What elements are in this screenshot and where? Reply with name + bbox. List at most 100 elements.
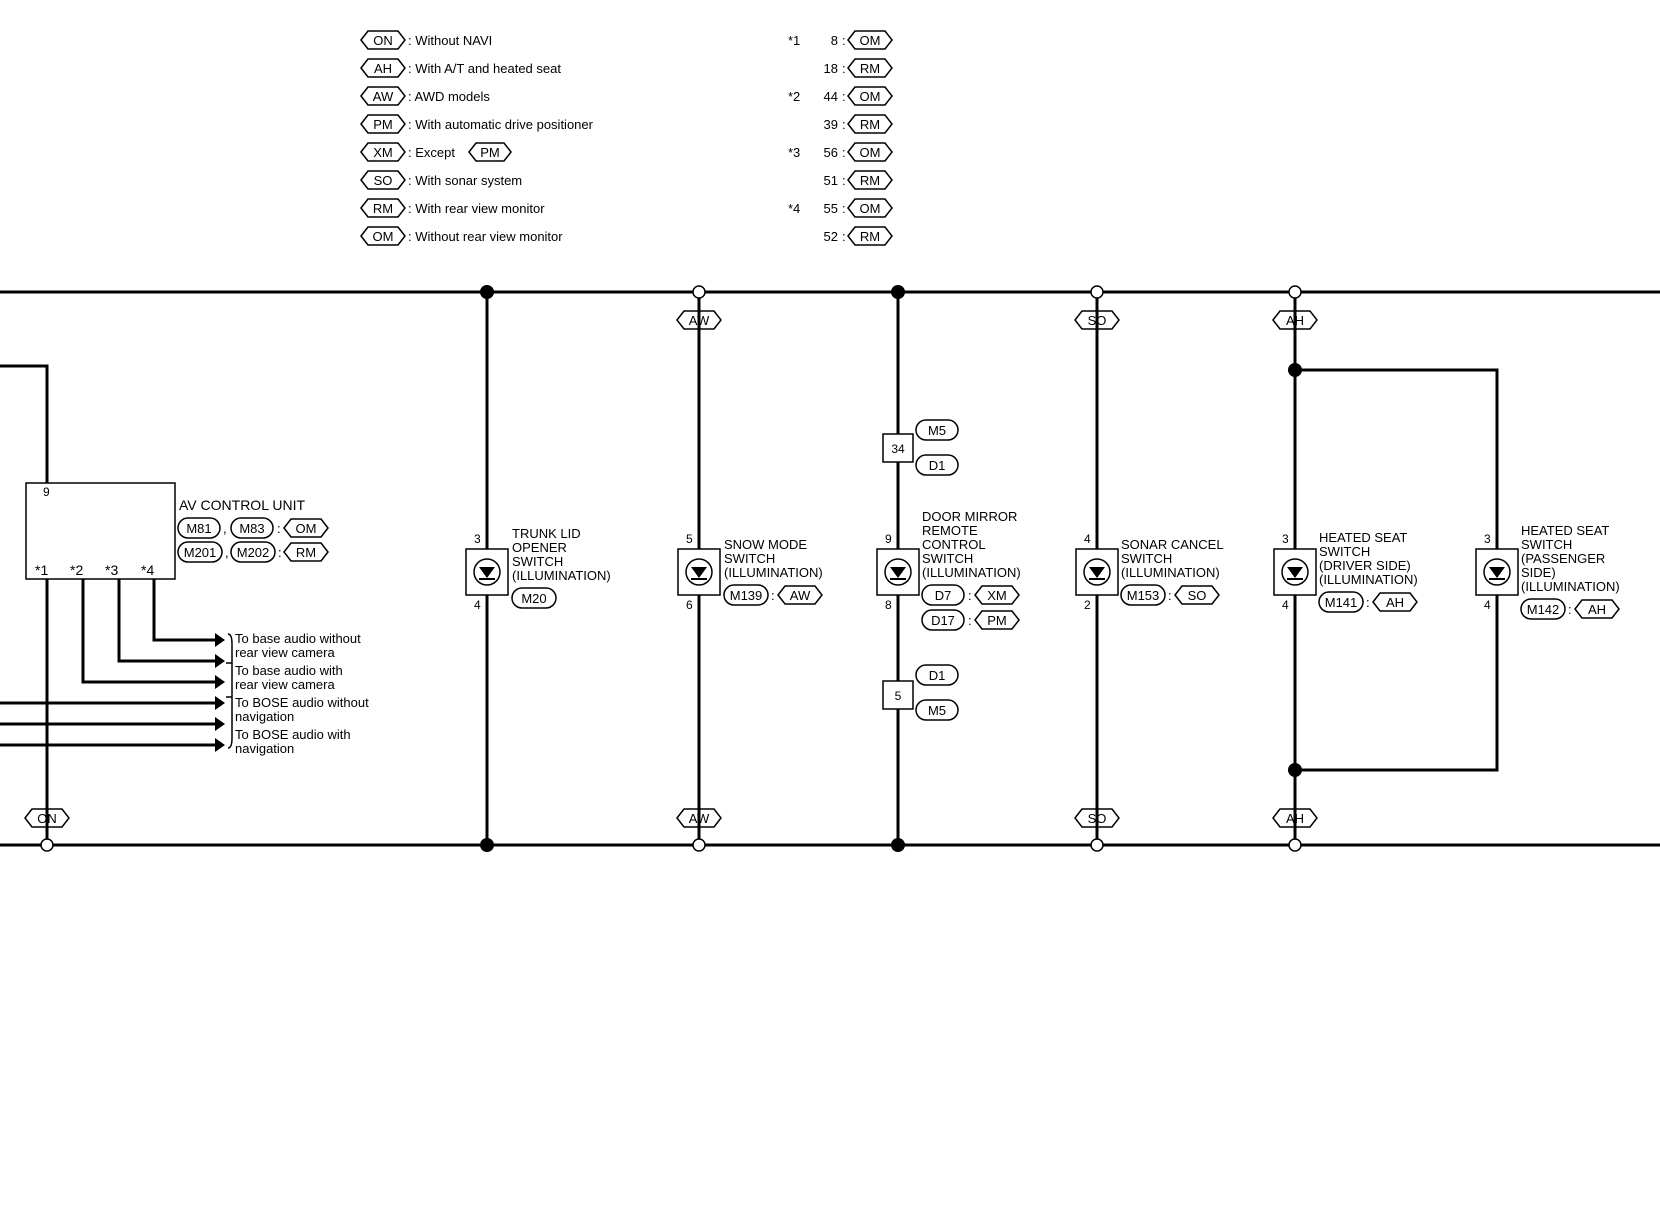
trunk-lid-opener-switch: 3 4 TRUNK LID OPENER SWITCH (ILLUMINATIO… xyxy=(465,285,611,852)
legend-desc: : With rear view monitor xyxy=(408,201,545,216)
switch-label: DOOR MIRROR xyxy=(922,509,1017,524)
legend-desc: : With automatic drive positioner xyxy=(408,117,594,132)
pin-number: 9 xyxy=(885,532,892,546)
svg-text::: : xyxy=(278,545,282,560)
switch-label: SWITCH xyxy=(1521,537,1572,552)
star-row: *4 55 : OM xyxy=(788,198,893,218)
audio-label: To BOSE audio without xyxy=(235,695,369,710)
star-row: *2 44 : OM xyxy=(788,86,893,106)
heated-seat-switches: AH AH 3 4 HEATED SEAT SWITCH (DRIVER SID… xyxy=(1272,285,1620,852)
legend-code: ON xyxy=(373,33,393,48)
legend-code: RM xyxy=(373,201,393,216)
switch-label: (DRIVER SIDE) xyxy=(1319,558,1411,573)
connector-id: M201 xyxy=(184,545,217,560)
switch-label: (ILLUMINATION) xyxy=(922,565,1021,580)
connector-id: M20 xyxy=(521,591,546,606)
switch-label: SWITCH xyxy=(1121,551,1172,566)
legend-item-aw: AW : AWD models xyxy=(360,86,490,106)
switch-label: SWITCH xyxy=(512,554,563,569)
legend-desc: : With sonar system xyxy=(408,173,522,188)
connector-id: M5 xyxy=(928,703,946,718)
star-label: *2 xyxy=(788,89,800,104)
legend-code: AW xyxy=(373,89,394,104)
option-code: AW xyxy=(689,811,710,826)
svg-text:,: , xyxy=(225,545,229,560)
option-code: RM xyxy=(296,545,316,560)
pin-number: 34 xyxy=(891,442,905,456)
legend-item-pm: PM : With automatic drive positioner xyxy=(360,114,594,134)
audio-label: To base audio without xyxy=(235,631,361,646)
switch-label: (PASSENGER xyxy=(1521,551,1605,566)
snow-mode-switch: AW AW 5 6 SNOW MODE SWITCH (ILLUMINATION… xyxy=(676,285,823,852)
connector-id: M141 xyxy=(1325,595,1358,610)
star-label: *3 xyxy=(788,145,800,160)
star-code: RM xyxy=(860,61,880,76)
star-label: *4 xyxy=(788,201,800,216)
option-code: XM xyxy=(987,588,1007,603)
option-code: AH xyxy=(1386,595,1404,610)
svg-text::: : xyxy=(968,588,972,603)
legend-desc: : Except xyxy=(408,145,455,160)
svg-text::: : xyxy=(842,145,846,160)
legend-desc: : Without NAVI xyxy=(408,33,492,48)
option-code: AW xyxy=(689,313,710,328)
svg-text::: : xyxy=(1366,595,1370,610)
svg-text::: : xyxy=(842,173,846,188)
connector-id: D1 xyxy=(929,458,946,473)
legend-code: XM xyxy=(373,145,393,160)
svg-text:,: , xyxy=(223,521,227,536)
legend-item-xm: XM : Except PM xyxy=(360,142,512,162)
switch-label: HEATED SEAT xyxy=(1319,530,1407,545)
switch-label: SONAR CANCEL xyxy=(1121,537,1224,552)
legend-item-on: ON : Without NAVI xyxy=(360,30,492,50)
connector-oval xyxy=(177,541,223,563)
svg-text::: : xyxy=(771,588,775,603)
pin-number: 8 xyxy=(885,598,892,612)
star-pin-label: *1 xyxy=(35,562,48,578)
legend-desc: : Without rear view monitor xyxy=(408,229,563,244)
option-code: ON xyxy=(37,811,57,826)
star-pin: 51 xyxy=(824,173,838,188)
audio-label: navigation xyxy=(235,741,294,756)
legend-item-rm: RM : With rear view monitor xyxy=(360,198,545,218)
pin-number: 4 xyxy=(1084,532,1091,546)
star-code: RM xyxy=(860,229,880,244)
switch-label: (ILLUMINATION) xyxy=(1319,572,1418,587)
switch-label: HEATED SEAT xyxy=(1521,523,1609,538)
star-code: OM xyxy=(860,89,881,104)
connector-id: M83 xyxy=(239,521,264,536)
pin-number: 3 xyxy=(474,532,481,546)
audio-label: rear view camera xyxy=(235,677,335,692)
option-code: AW xyxy=(790,588,811,603)
star-row: *1 8 : OM xyxy=(788,30,893,50)
pin-number: 3 xyxy=(1282,532,1289,546)
switch-label: (ILLUMINATION) xyxy=(512,568,611,583)
connector-id: M142 xyxy=(1527,602,1560,617)
connector-id: D1 xyxy=(929,668,946,683)
star-code: OM xyxy=(860,145,881,160)
star-row: 52 : RM xyxy=(824,226,893,246)
pin-number: 3 xyxy=(1484,532,1491,546)
legend-code: OM xyxy=(373,229,394,244)
connector-id: M139 xyxy=(730,588,763,603)
star-code: OM xyxy=(860,201,881,216)
option-code: OM xyxy=(296,521,317,536)
switch-label: REMOTE xyxy=(922,523,978,538)
audio-label: To base audio with xyxy=(235,663,343,678)
legend-desc: : AWD models xyxy=(408,89,490,104)
audio-label: navigation xyxy=(235,709,294,724)
connector-id: M153 xyxy=(1127,588,1160,603)
switch-label: (ILLUMINATION) xyxy=(1121,565,1220,580)
audio-label: rear view camera xyxy=(235,645,335,660)
star-pin: 56 xyxy=(824,145,838,160)
switch-label: TRUNK LID xyxy=(512,526,581,541)
pin-number: 5 xyxy=(686,532,693,546)
svg-text::: : xyxy=(842,33,846,48)
option-code: AH xyxy=(1286,811,1304,826)
legend-code: SO xyxy=(374,173,393,188)
connector-id: M202 xyxy=(237,545,270,560)
switch-label: SWITCH xyxy=(922,551,973,566)
pin-number: 2 xyxy=(1084,598,1091,612)
connector-id: M81 xyxy=(186,521,211,536)
legend-code: AH xyxy=(374,61,392,76)
